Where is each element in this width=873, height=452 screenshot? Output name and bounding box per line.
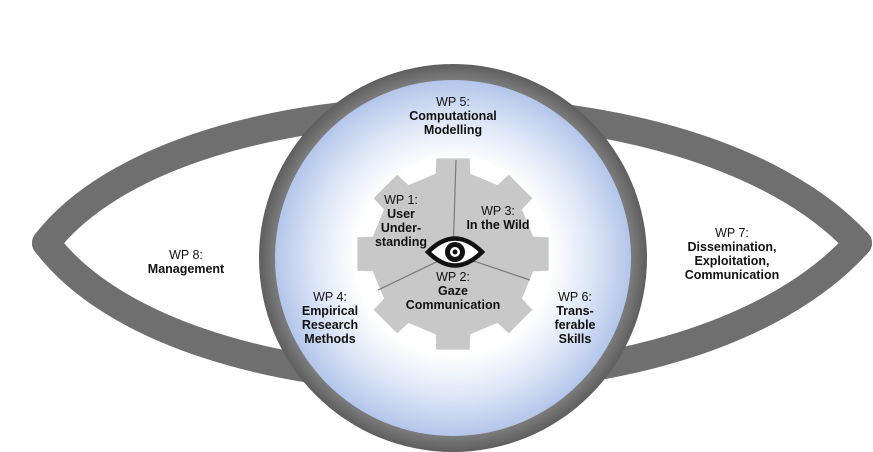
wp3-number: WP 3: (481, 204, 515, 218)
wp4-label: WP 4: Empirical Research Methods (290, 290, 370, 346)
wp6-number: WP 6: (558, 290, 592, 304)
wp1-name: User Under- standing (374, 207, 428, 249)
wp2-label: WP 2: Gaze Communication (395, 270, 511, 312)
wp8-number: WP 8: (169, 248, 203, 262)
eye-icon (424, 236, 486, 268)
wp6-label: WP 6: Trans- ferable Skills (535, 290, 615, 346)
wp4-number: WP 4: (313, 290, 347, 304)
wp3-name: In the Wild (466, 218, 530, 232)
wp5-name: Computational Modelling (409, 109, 497, 137)
wp8-name: Management (147, 262, 225, 276)
wp7-name: Dissemination, Exploitation, Communicati… (684, 240, 780, 282)
wp5-number: WP 5: (436, 95, 470, 109)
wp8-label: WP 8: Management (136, 248, 236, 276)
wp2-number: WP 2: (436, 270, 470, 284)
wp5-label: WP 5: Computational Modelling (393, 95, 513, 137)
wp4-name: Empirical Research Methods (301, 304, 359, 346)
wp6-name: Trans- ferable Skills (554, 304, 596, 346)
wp7-label: WP 7: Dissemination, Exploitation, Commu… (668, 226, 796, 282)
wp2-name: Gaze Communication (405, 284, 501, 312)
wp1-label: WP 1: User Under- standing (365, 193, 437, 249)
wp3-label: WP 3: In the Wild (458, 204, 538, 232)
wp1-number: WP 1: (384, 193, 418, 207)
wp7-number: WP 7: (715, 226, 749, 240)
